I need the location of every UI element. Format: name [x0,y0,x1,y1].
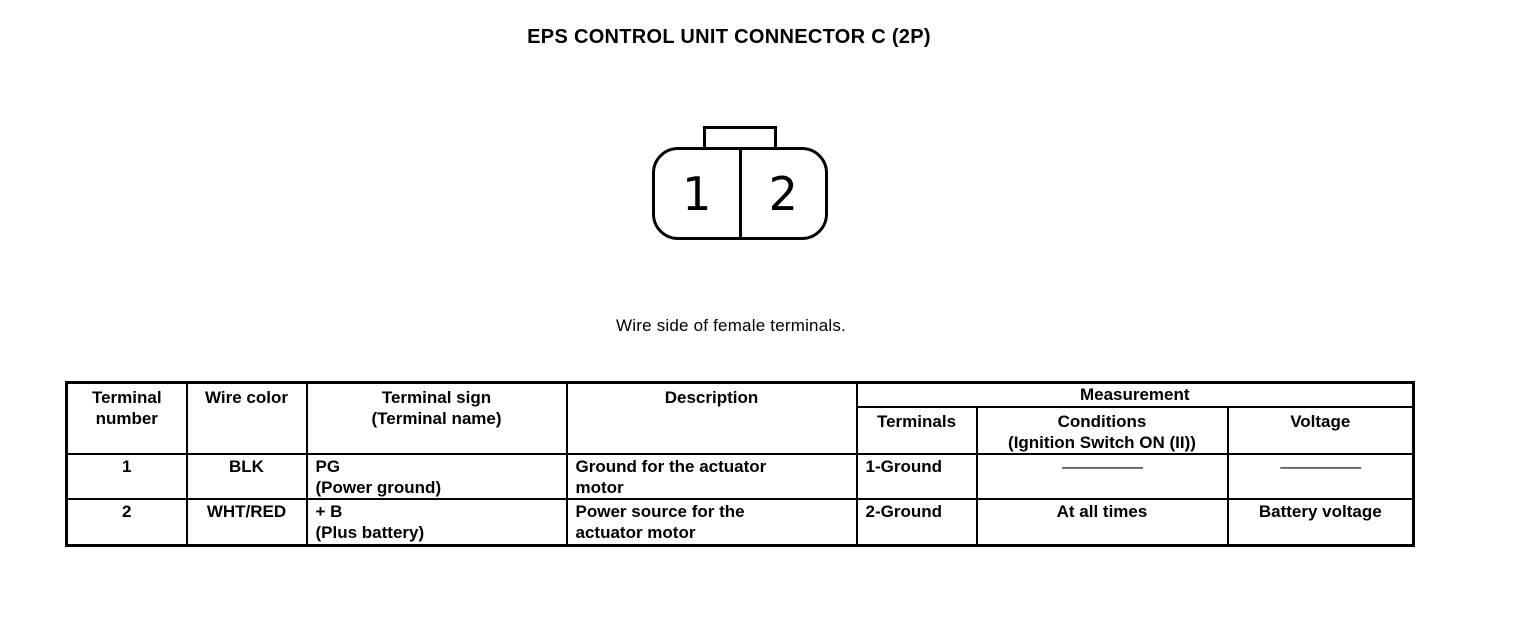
col-header-conditions: Conditions (Ignition Switch ON (II)) [975,406,1229,455]
cell-terminal-sign: + B (Plus battery) [305,498,568,546]
cell-conditions: ————— [975,453,1229,500]
col-header-description: Description [565,381,858,455]
cell-wire-color: WHT/RED [185,498,308,546]
col-header-terminal-sign: Terminal sign (Terminal name) [305,381,568,455]
cell-wire-color: BLK [185,453,308,500]
cell-terminal-sign: PG (Power ground) [305,453,568,500]
col-header-measurement: Measurement [855,381,1415,408]
col-header-terminals: Terminals [855,406,978,455]
cell-description: Power source for the actuator motor [565,498,858,546]
connector-caption: Wire side of female terminals. [616,316,846,335]
table-row-terminal-2: 2 WHT/RED + B (Plus battery) Power sourc… [65,498,1415,546]
cell-terminals: 1-Ground [855,453,978,500]
connector-cavity-2: 2 [768,166,798,221]
table-row-terminal-1: 1 BLK PG (Power ground) Ground for the a… [65,453,1415,500]
connector-cavity-1: 1 [655,150,742,237]
table-header-row-1: Terminal number Wire color Terminal sign… [65,381,1415,455]
connector-diagram: 1 2 [652,126,828,240]
connector-body: 1 2 [652,147,828,240]
cell-terminal-number: 1 [65,453,188,500]
cell-conditions: At all times [975,498,1229,546]
cell-voltage: Battery voltage [1226,498,1415,546]
connector-lock-tab [703,126,777,147]
col-header-wire-color: Wire color [185,381,308,455]
col-header-voltage: Voltage [1226,406,1415,455]
page-title: EPS CONTROL UNIT CONNECTOR C (2P) [527,26,931,48]
cell-terminal-number: 2 [65,498,188,546]
table-header-row-2: Terminals Conditions (Ignition Switch ON… [67,406,1415,455]
col-header-terminal-number: Terminal number [65,381,188,455]
terminal-table: Terminal number Wire color Terminal sign… [65,381,1416,547]
cell-voltage: ————— [1226,453,1415,500]
cell-terminals: 2-Ground [855,498,978,546]
cell-description: Ground for the actuator motor [565,453,858,500]
